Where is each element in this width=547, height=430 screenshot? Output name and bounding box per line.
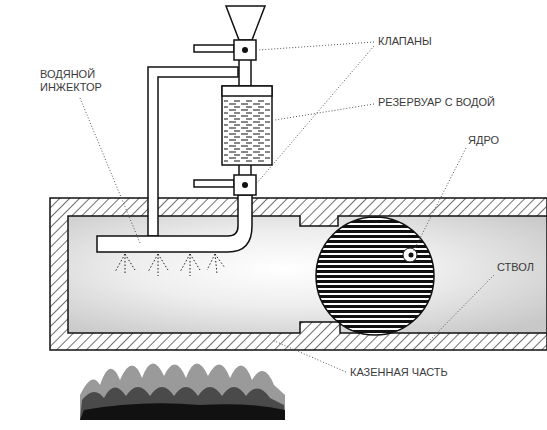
steam-glow: [68, 216, 547, 333]
fire: [80, 363, 285, 420]
valve: [234, 175, 256, 195]
callout-label: ЯДРО: [468, 134, 499, 147]
valve: [234, 40, 256, 60]
callout-label: КЛАПАНЫ: [378, 35, 432, 48]
leader-line: [80, 42, 494, 372]
cannon-wall: [50, 198, 547, 350]
cannonball: [310, 215, 440, 340]
callout-label: СТВОЛ: [497, 261, 534, 274]
callout-label: РЕЗЕРВУАР С ВОДОЙ: [378, 96, 495, 109]
callout-label: ВОДЯНОЙ ИНЖЕКТОР: [40, 68, 125, 94]
callout-label: КАЗЕННАЯ ЧАСТЬ: [350, 366, 448, 379]
water-spray: [115, 254, 225, 276]
water-reservoir: [222, 86, 272, 165]
injector-pipe: [97, 195, 252, 252]
ball-highlight: [403, 248, 417, 262]
funnel: [226, 6, 265, 40]
